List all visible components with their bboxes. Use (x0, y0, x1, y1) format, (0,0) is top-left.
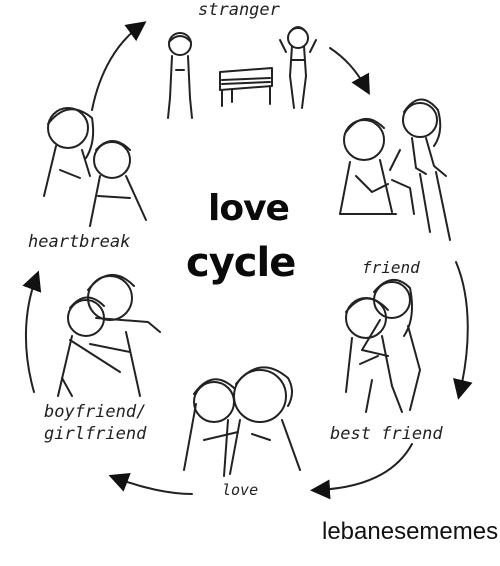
stage-label-boyfriend: boyfriend/ (44, 402, 147, 422)
heartbreak-scene-drawing (43, 107, 147, 227)
stage-label-heartbreak: heartbreak (28, 232, 131, 252)
arrow-bestfriend-to-love (310, 443, 413, 500)
arrow-friend-to-bestfriend (453, 261, 473, 400)
arrow-boyfriend-to-heartbreak (22, 270, 42, 393)
center-title-love: love (208, 188, 290, 229)
arrow-love-to-boyfriend (108, 472, 193, 495)
stage-label-stranger: stranger (198, 0, 280, 20)
stranger-scene-drawing (167, 26, 317, 119)
watermark-text: lebanesememes (322, 518, 499, 545)
stage-label-best-friend: best friend (330, 424, 443, 444)
stage-label-love: love (222, 481, 259, 499)
arrow-heartbreak-to-stranger (91, 21, 147, 111)
center-title-cycle: cycle (186, 240, 296, 286)
stage-label-friend: friend (362, 258, 420, 277)
stage-label-girlfriend: girlfriend (44, 424, 147, 444)
best-friend-scene-drawing (345, 279, 421, 413)
couple-scene-drawing (57, 274, 161, 397)
arrow-stranger-to-friend (329, 47, 370, 95)
friend-scene-drawing (339, 98, 451, 241)
love-scene-drawing (183, 366, 301, 477)
